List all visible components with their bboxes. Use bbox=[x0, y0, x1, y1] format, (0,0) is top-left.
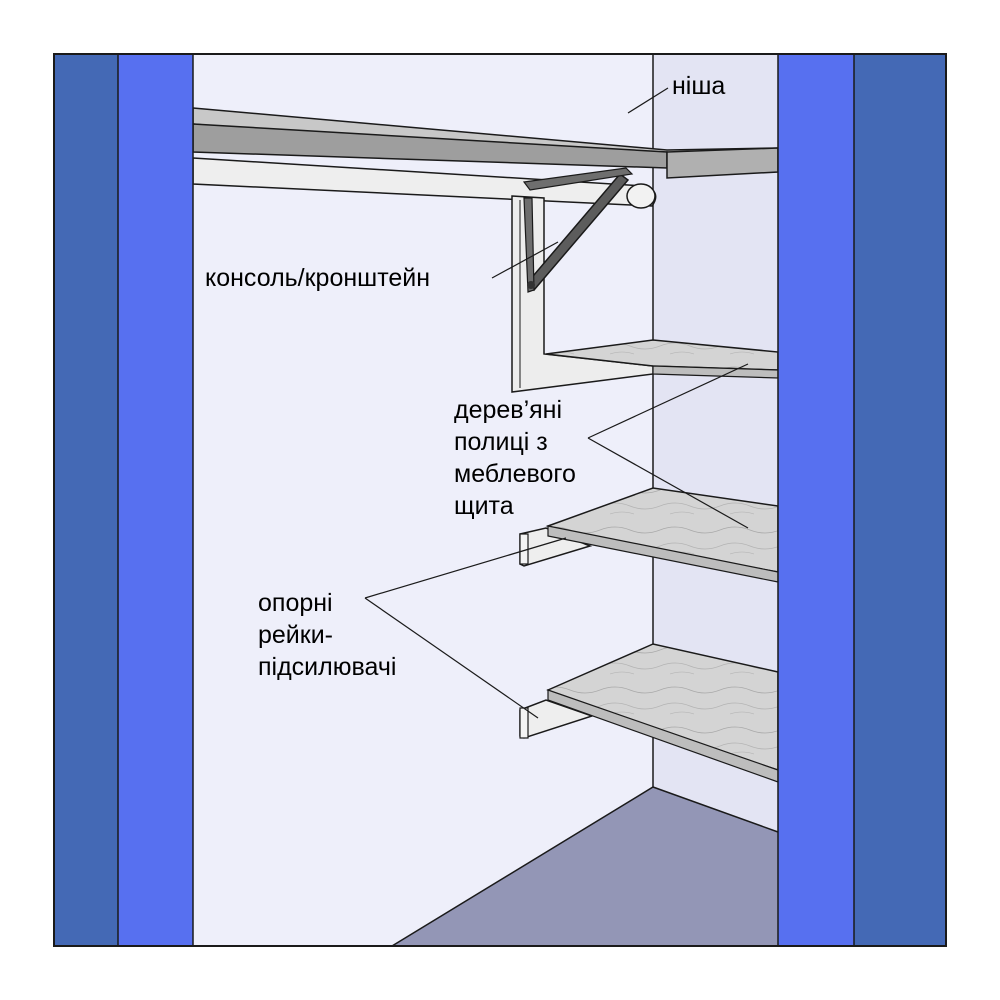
bracket-screw bbox=[527, 281, 535, 289]
left-outer-frame bbox=[54, 54, 118, 946]
shelves-label-line: щита bbox=[454, 492, 514, 520]
bracket-vertical bbox=[523, 197, 535, 293]
rail-2-end bbox=[519, 533, 529, 565]
shelves-label-line: полиці з bbox=[454, 428, 548, 456]
leader-shelves-2 bbox=[587, 437, 749, 529]
rod-end-cap bbox=[626, 183, 656, 209]
rails-label-line: підсилювачі bbox=[258, 653, 397, 681]
shelves-label-line: меблевого bbox=[454, 460, 576, 488]
right-inner-frame bbox=[778, 54, 854, 946]
niche-label: ніша bbox=[672, 72, 726, 100]
bracket-top bbox=[522, 167, 634, 191]
right-outer-frame bbox=[854, 54, 946, 946]
shelves-label-line: дерев’яні bbox=[454, 396, 563, 424]
leader-console bbox=[491, 241, 559, 279]
rail-3-end bbox=[519, 707, 529, 739]
leader-rails-2 bbox=[364, 597, 539, 719]
floor bbox=[392, 787, 778, 946]
left-inner-frame bbox=[118, 54, 193, 946]
console-label: консоль/кронштейн bbox=[205, 264, 431, 292]
floor-edge bbox=[391, 786, 779, 947]
shelves-label: дерев’яні полиці з меблевого щита bbox=[454, 394, 576, 522]
rails-label: опорні рейки- підсилювачі bbox=[258, 587, 396, 683]
leader-rails-1 bbox=[364, 537, 567, 599]
top-shelf-side bbox=[666, 147, 779, 179]
leader-niche bbox=[627, 87, 669, 114]
rails-label-line: рейки- bbox=[258, 621, 333, 649]
leader-shelves-1 bbox=[587, 363, 749, 439]
outer-border bbox=[53, 53, 947, 947]
rails-label-line: опорні bbox=[258, 589, 333, 617]
